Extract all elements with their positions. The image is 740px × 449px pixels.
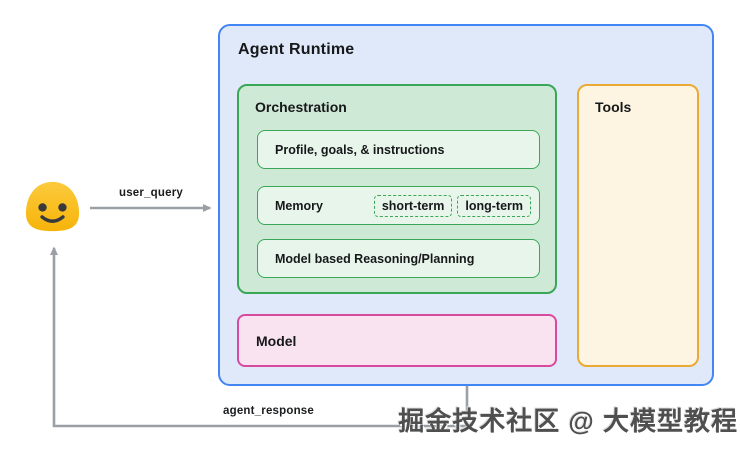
agent-runtime-title: Agent Runtime — [238, 41, 355, 58]
right-eye — [58, 203, 67, 212]
profile-goals-instructions-label: Profile, goals, & instructions — [275, 142, 445, 157]
short-term-memory-chip: short-term — [373, 194, 453, 217]
memory-label: Memory — [275, 198, 323, 213]
orchestration-title: Orchestration — [255, 99, 347, 115]
user-smiley-icon — [25, 181, 80, 232]
tools-title: Tools — [595, 99, 632, 115]
user-query-label: user_query — [118, 187, 183, 199]
model-box: Model — [237, 314, 557, 367]
agent-response-label: agent_response — [223, 405, 314, 417]
agent-runtime-box: Agent Runtime Orchestration Profile, goa… — [218, 24, 714, 386]
watermark-text: 掘金技术社区 @ 大模型教程 — [398, 406, 738, 436]
profile-goals-instructions-box: Profile, goals, & instructions — [257, 130, 540, 169]
orchestration-box: Orchestration Profile, goals, & instruct… — [237, 84, 557, 294]
reasoning-planning-label: Model based Reasoning/Planning — [275, 251, 475, 266]
reasoning-planning-box: Model based Reasoning/Planning — [257, 239, 540, 278]
tools-box: Tools — [577, 84, 699, 367]
left-eye — [38, 203, 47, 212]
smile — [40, 215, 65, 223]
memory-box: Memory short-term long-term — [257, 186, 540, 225]
long-term-memory-chip: long-term — [457, 194, 531, 217]
memory-chip-group: short-term long-term — [373, 194, 531, 217]
model-title: Model — [256, 332, 297, 349]
